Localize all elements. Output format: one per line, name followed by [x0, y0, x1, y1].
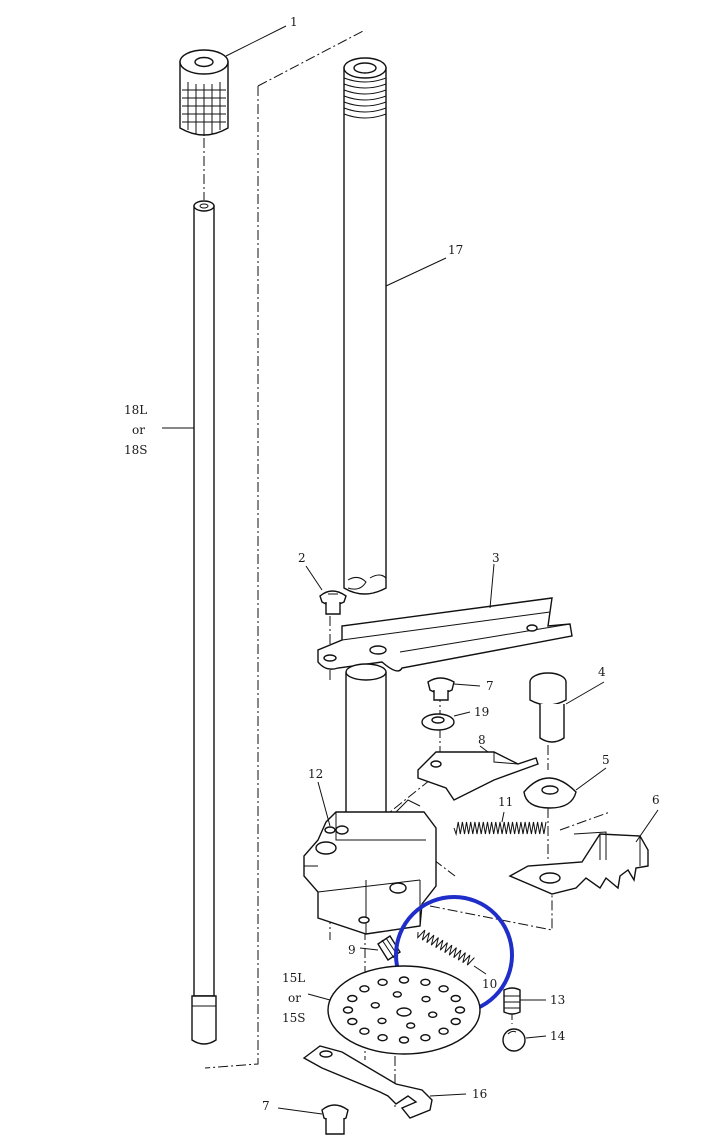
- part-1-knurled-cap: [179, 25, 287, 136]
- label-6: 6: [652, 793, 660, 807]
- label-16: 16: [472, 1087, 487, 1101]
- assembly-centerlines: [203, 29, 611, 1108]
- label-7-lower: 7: [262, 1099, 270, 1113]
- label-11: 11: [498, 795, 513, 809]
- disc-hole: [392, 991, 402, 998]
- label-18-line3: 18S: [124, 443, 148, 457]
- label-1: 1: [290, 15, 298, 29]
- part-15-index-disc: [307, 965, 481, 1055]
- part-11-spring: [453, 811, 547, 836]
- disc-hole: [406, 1022, 416, 1029]
- disc-hole: [450, 1017, 461, 1026]
- label-12: 12: [308, 767, 323, 781]
- part-19-washer: [421, 711, 471, 731]
- label-10: 10: [482, 977, 497, 991]
- disc-hole: [420, 978, 431, 986]
- label-5: 5: [602, 753, 610, 767]
- part-7-upper-screw: [427, 677, 481, 701]
- label-3: 3: [492, 551, 500, 565]
- part-13-spring: [503, 987, 546, 1015]
- part-labels: 1 17 18L or 18S 2 3 4 7 19 8 5 12 11 6 9…: [124, 15, 660, 1113]
- part-5-cam-nut: [523, 767, 607, 809]
- part-9-short-spring: [359, 935, 401, 961]
- label-14: 14: [550, 1029, 566, 1043]
- disc-hole: [450, 994, 461, 1003]
- disc-hole: [347, 994, 358, 1003]
- part-12-frame-casting: [303, 663, 437, 935]
- disc-hole: [438, 985, 449, 993]
- disc-hole: [370, 1002, 380, 1009]
- part-7-lower-screw: [277, 1104, 349, 1135]
- label-19: 19: [474, 705, 489, 719]
- part-10-detent-spring: [417, 929, 487, 975]
- part-3-lever-arm: [317, 563, 573, 672]
- label-4: 4: [598, 665, 606, 679]
- disc-hole: [398, 976, 410, 984]
- disc-hole: [347, 1017, 358, 1026]
- disc-hole: [454, 1006, 466, 1014]
- part-14-ball: [502, 1028, 547, 1052]
- disc-hole: [398, 1036, 410, 1044]
- part-6-index-bracket: [508, 809, 659, 895]
- label-8: 8: [478, 733, 486, 747]
- disc-hole: [377, 1033, 388, 1042]
- disc-hole: [438, 1027, 449, 1035]
- disc-hole: [420, 1033, 431, 1042]
- disc-hole: [421, 995, 431, 1003]
- part-8-latch-plate: [417, 745, 539, 801]
- label-13: 13: [550, 993, 565, 1007]
- part-18-long-rod: [162, 200, 217, 1045]
- disc-hole: [342, 1006, 354, 1014]
- label-2: 2: [298, 551, 306, 565]
- label-7-upper: 7: [486, 679, 494, 693]
- part-17-threaded-tube: [343, 57, 447, 595]
- disc-hole: [359, 1027, 370, 1035]
- part-4-plunger: [529, 672, 605, 743]
- label-18-line2: or: [132, 423, 145, 437]
- label-15-line1: 15L: [282, 971, 305, 985]
- label-9: 9: [348, 943, 356, 957]
- part-2-screw: [305, 565, 347, 615]
- disc-hole: [377, 1017, 387, 1025]
- label-15-line2: or: [288, 991, 301, 1005]
- label-15-line3: 15S: [282, 1011, 306, 1025]
- part-16-wrench: [302, 1045, 467, 1119]
- label-18-line1: 18L: [124, 403, 147, 417]
- disc-hole: [428, 1011, 438, 1019]
- label-17: 17: [448, 243, 463, 257]
- disc-hole: [359, 985, 370, 993]
- disc-hole: [377, 978, 388, 986]
